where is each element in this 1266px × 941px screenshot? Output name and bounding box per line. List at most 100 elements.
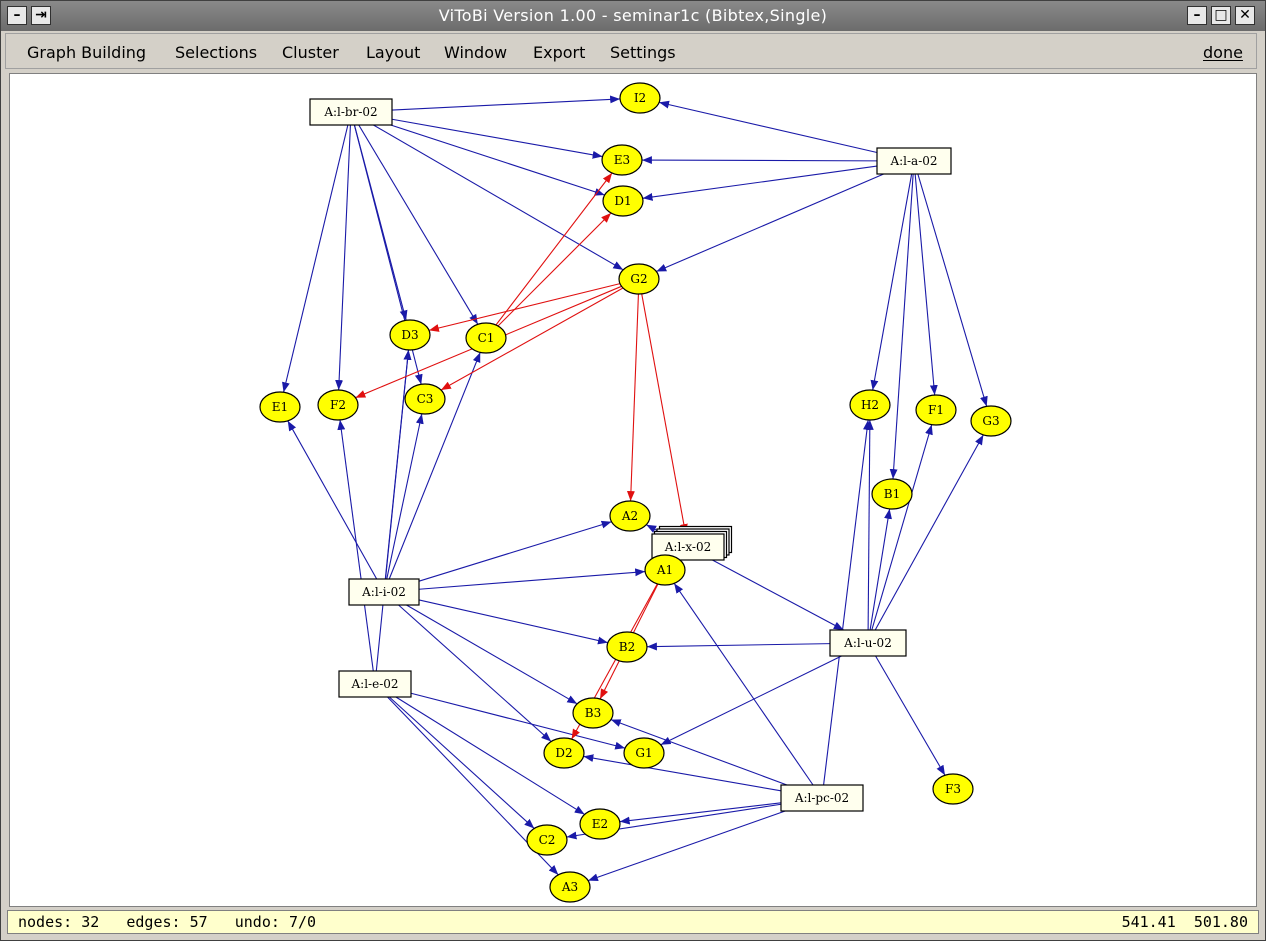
edge-a-l-x-02-to-a-l-u-02[interactable] [712, 559, 844, 631]
edge-c1-to-e3[interactable] [495, 172, 613, 326]
menu-window[interactable]: Window [444, 43, 508, 62]
graph-node-c1[interactable]: C1 [465, 322, 507, 354]
graph-node-e1[interactable]: E1 [259, 391, 301, 423]
graph-drawing[interactable]: A:l-br-02A:l-a-02A:l-i-02A:l-e-02 A:l-u-0… [10, 74, 1256, 906]
graph-node-d1[interactable]: D1 [602, 185, 644, 217]
edge-g2-to-a2[interactable] [626, 293, 639, 502]
edge-a-l-i-02-to-a1[interactable] [418, 568, 646, 590]
edge-a-l-a-02-to-e3[interactable] [641, 156, 878, 165]
edge-a-l-e-02-to-c2[interactable] [388, 696, 535, 829]
graph-node-a-l-i-02[interactable]: A:l-i-02 [348, 578, 420, 606]
graph-node-a3[interactable]: A3 [549, 871, 591, 903]
graph-node-f3[interactable]: F3 [932, 773, 974, 805]
edge-a-l-br-02-to-f2[interactable] [335, 124, 351, 391]
edge-a-l-pc-02-to-h2[interactable] [823, 419, 871, 786]
graph-node-a-l-br-02[interactable]: A:l-br-02 [309, 98, 393, 126]
edge-g2-to-a-l-x-02[interactable] [641, 293, 688, 535]
edge-a-l-a-02-to-f1[interactable] [914, 173, 938, 396]
edge-a-l-i-02-to-a2[interactable] [418, 520, 612, 582]
graph-node-a-l-x-02[interactable]: A:l-x-02 [651, 525, 733, 561]
graph-node-g3[interactable]: G3 [970, 405, 1012, 437]
graph-node-label: A:l-a-02 [889, 154, 937, 168]
edge-a-l-i-02-to-d2[interactable] [398, 604, 552, 742]
graph-node-label: A:l-i-02 [361, 585, 406, 599]
done-button[interactable]: done [1203, 43, 1243, 62]
graph-node-g2[interactable]: G2 [618, 263, 660, 295]
edge-a-l-u-02-to-g3[interactable] [874, 434, 984, 631]
menu-export[interactable]: Export [533, 43, 586, 62]
title-bar[interactable]: – ⇥ ViToBi Version 1.00 - seminar1c (Bib… [1, 1, 1265, 31]
close-button[interactable]: ✕ [1235, 6, 1255, 25]
edge-a-l-a-02-to-g2[interactable] [656, 173, 884, 273]
menu-graph-building[interactable]: Graph Building [27, 43, 147, 62]
graph-node-e2[interactable]: E2 [579, 808, 621, 840]
edge-a-l-a-02-to-b1[interactable] [889, 173, 914, 480]
graph-node-label: E3 [614, 153, 630, 167]
edge-a-l-u-02-to-f3[interactable] [875, 655, 946, 776]
graph-node-b3[interactable]: B3 [572, 697, 614, 729]
edge-a-l-pc-02-to-d2[interactable] [583, 754, 782, 792]
edge-a-l-br-02-to-e1[interactable] [282, 124, 349, 393]
pin-button[interactable]: ⇥ [31, 6, 51, 25]
edge-a-l-u-02-to-b2[interactable] [646, 642, 831, 651]
menu-layout[interactable]: Layout [366, 43, 421, 62]
edge-a-l-u-02-to-h2[interactable] [865, 419, 874, 631]
edge-a-l-pc-02-to-a3[interactable] [587, 810, 786, 882]
graph-node-e3[interactable]: E3 [601, 144, 643, 176]
graph-node-c2[interactable]: C2 [526, 824, 568, 856]
edge-a-l-br-02-to-i2[interactable] [391, 95, 621, 111]
graph-node-d3[interactable]: D3 [389, 319, 431, 351]
edge-a-l-i-02-to-c3[interactable] [386, 413, 424, 580]
edge-a-l-e-02-to-f2[interactable] [337, 419, 374, 672]
graph-node-i2[interactable]: I2 [619, 82, 661, 114]
graph-node-g1[interactable]: G1 [623, 737, 665, 769]
edge-a-l-pc-02-to-a1[interactable] [673, 583, 814, 786]
edge-a-l-a-02-to-d1[interactable] [642, 165, 878, 201]
graph-node-b1[interactable]: B1 [871, 478, 913, 510]
graph-node-label: G2 [630, 272, 647, 286]
edge-a-l-br-02-to-d1[interactable] [390, 124, 605, 196]
graph-node-a2[interactable]: A2 [609, 500, 651, 532]
edge-a-l-u-02-to-g1[interactable] [660, 655, 842, 746]
graph-node-d2[interactable]: D2 [543, 737, 585, 769]
menu-selections[interactable]: Selections [175, 43, 258, 62]
graph-node-b2[interactable]: B2 [606, 631, 648, 663]
graph-node-f1[interactable]: F1 [915, 394, 957, 426]
edge-a-l-e-02-to-e2[interactable] [395, 696, 585, 815]
edge-c1-to-d1[interactable] [497, 212, 612, 327]
menu-settings[interactable]: Settings [610, 43, 676, 62]
edge-a-l-br-02-to-c1[interactable] [358, 124, 479, 325]
edge-a-l-e-02-to-g1[interactable] [410, 692, 626, 750]
graph-node-h2[interactable]: H2 [849, 389, 891, 421]
edge-a-l-u-02-to-f1[interactable] [871, 424, 933, 631]
graph-node-f2[interactable]: F2 [317, 389, 359, 421]
edge-a-l-u-02-to-b1[interactable] [869, 508, 892, 631]
edge-a-l-i-02-to-c1[interactable] [388, 352, 481, 580]
edge-a-l-i-02-to-e1[interactable] [287, 420, 378, 580]
edge-a-l-pc-02-to-b3[interactable] [610, 719, 788, 786]
minimize-button[interactable]: – [1187, 6, 1207, 25]
edge-a-l-br-02-to-e3[interactable] [391, 118, 603, 159]
edge-a-l-br-02-to-g2[interactable] [373, 124, 624, 271]
graph-node-c3[interactable]: C3 [404, 383, 446, 415]
menu-cluster[interactable]: Cluster [282, 43, 339, 62]
graph-node-a-l-pc-02[interactable]: A:l-pc-02 [780, 784, 864, 812]
graph-node-a-l-u-02[interactable]: A:l-u-02 [829, 629, 907, 657]
graph-node-a-l-e-02[interactable]: A:l-e-02 [338, 670, 412, 698]
edge-a-l-a-02-to-g3[interactable] [917, 173, 988, 407]
edge-g2-to-d3[interactable] [428, 283, 621, 332]
graph-node-a1[interactable]: A1 [644, 554, 686, 586]
graph-node-label: H2 [861, 398, 879, 412]
maximize-button[interactable]: □ [1211, 6, 1231, 25]
edge-a-l-e-02-to-d3[interactable] [375, 349, 412, 672]
edge-a-l-i-02-to-b2[interactable] [418, 599, 608, 645]
edge-a-l-pc-02-to-e2[interactable] [619, 802, 782, 825]
graph-node-label: F1 [928, 403, 944, 417]
edge-g2-to-c3[interactable] [440, 287, 624, 391]
edge-a-l-a-02-to-h2[interactable] [870, 173, 913, 391]
graph-node-a-l-a-02[interactable]: A:l-a-02 [876, 147, 952, 175]
window-menu-button[interactable]: – [7, 6, 27, 25]
edge-a-l-a-02-to-i2[interactable] [658, 100, 878, 154]
edge-a-l-i-02-to-b3[interactable] [406, 604, 578, 705]
